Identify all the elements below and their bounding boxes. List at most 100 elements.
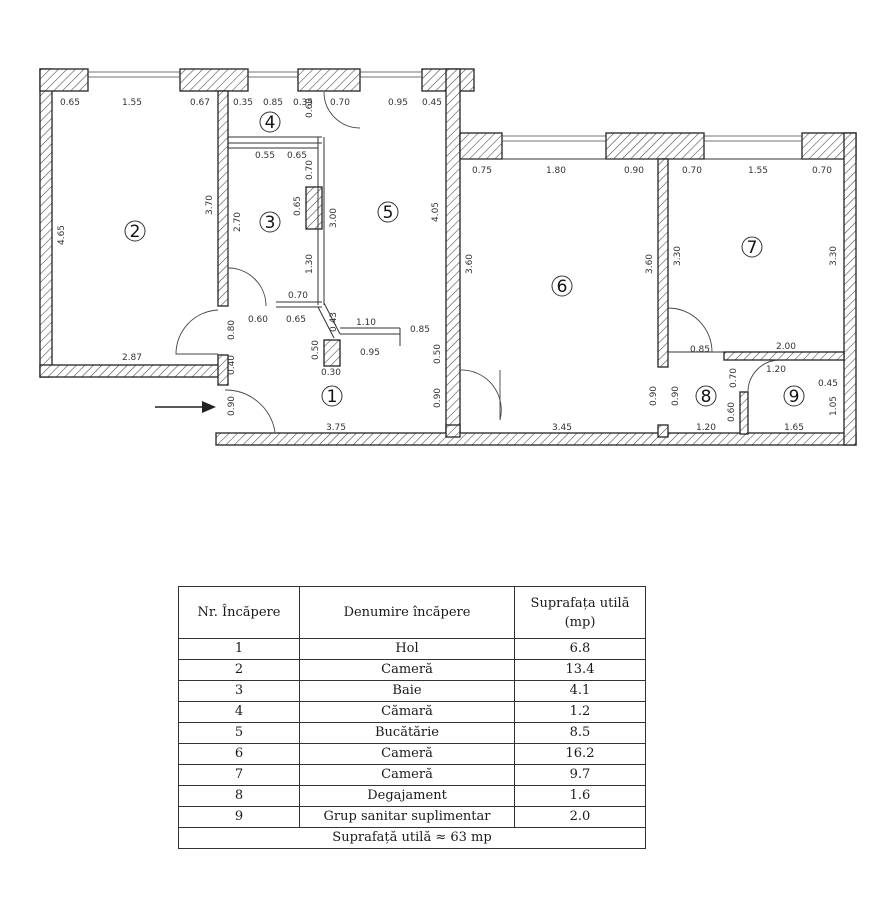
room-number-cell: 9	[178, 806, 300, 828]
dim-label: 3.70	[205, 195, 215, 215]
dim-label: 3.60	[465, 254, 475, 274]
room-number-4: 4	[265, 113, 276, 133]
table-row: 9 Grup sanitar suplimentar 2.0	[178, 806, 646, 828]
dim-label: 0.65	[60, 98, 80, 108]
dim-label: 1.65	[784, 423, 804, 433]
table-header-row: Nr. Încăpere Denumire încăpere Suprafața…	[178, 586, 646, 639]
dim-label: 3.30	[673, 246, 683, 266]
table-row: 3 Baie 4.1	[178, 680, 646, 702]
table-row: 7 Cameră 9.7	[178, 764, 646, 786]
room-number-2: 2	[130, 222, 141, 242]
room-number-3: 3	[265, 213, 276, 233]
table-row: 5 Bucătărie 8.5	[178, 722, 646, 744]
entrance-arrow	[155, 401, 216, 413]
total-area: Suprafață utilă ≈ 63 mp	[178, 827, 646, 849]
dim-label: 0.43	[329, 312, 339, 332]
dim-label: 0.60	[305, 98, 315, 118]
table-row: 2 Cameră 13.4	[178, 659, 646, 681]
dim-label: 0.45	[422, 98, 442, 108]
dim-label: 1.10	[356, 318, 376, 328]
room-name-cell: Grup sanitar suplimentar	[299, 806, 515, 828]
room-number-cell: 6	[178, 743, 300, 765]
room-area-table: Nr. Încăpere Denumire încăpere Suprafața…	[178, 586, 646, 849]
dim-label: 3.75	[326, 423, 346, 433]
room-area-cell: 9.7	[514, 764, 646, 786]
room-name-cell: Cameră	[299, 764, 515, 786]
dim-label: 0.70	[305, 160, 315, 180]
dim-label: 0.50	[311, 340, 321, 360]
dim-label: 1.05	[829, 396, 839, 416]
dim-label: 3.00	[329, 208, 339, 228]
dim-label: 0.65	[286, 315, 306, 325]
dim-label: 0.95	[360, 348, 380, 358]
room-number-cell: 4	[178, 701, 300, 723]
dim-label: 1.20	[696, 423, 716, 433]
windows	[88, 71, 802, 142]
dim-label: 2.70	[233, 212, 243, 232]
room-number-5: 5	[383, 203, 394, 223]
room-number-cell: 7	[178, 764, 300, 786]
dim-label: 2.00	[776, 342, 796, 352]
room-area-cell: 1.2	[514, 701, 646, 723]
interior-lines	[227, 136, 844, 353]
dim-label: 0.85	[263, 98, 283, 108]
dim-label: 0.70	[812, 166, 832, 176]
dimension-labels: 0.65 1.55 0.67 0.35 0.85 0.35 0.70 0.95 …	[57, 98, 839, 433]
room-area-cell: 6.8	[514, 638, 646, 660]
room-name-cell: Hol	[299, 638, 515, 660]
room-number-1: 1	[327, 387, 338, 407]
room-name-cell: Cameră	[299, 659, 515, 681]
dim-label: 0.90	[624, 166, 644, 176]
dim-label: 0.55	[255, 151, 275, 161]
walls	[39, 68, 857, 446]
doors	[175, 91, 781, 433]
dim-label: 0.80	[227, 320, 237, 340]
room-number-9: 9	[789, 387, 800, 407]
room-name-cell: Cameră	[299, 743, 515, 765]
dim-label: 1.20	[766, 365, 786, 375]
room-area-cell: 1.6	[514, 785, 646, 807]
room-number-cell: 3	[178, 680, 300, 702]
room-name-cell: Baie	[299, 680, 515, 702]
dim-label: 2.87	[122, 353, 142, 363]
dim-label: 0.50	[433, 344, 443, 364]
dim-label: 0.85	[690, 345, 710, 355]
dim-label: 1.80	[546, 166, 566, 176]
room-number-6: 6	[557, 277, 568, 297]
table-row: 4 Cămară 1.2	[178, 701, 646, 723]
header-room-area: Suprafața utilă (mp)	[514, 586, 646, 639]
dim-label: 0.70	[330, 98, 350, 108]
dim-label: 3.45	[552, 423, 572, 433]
dim-label: 0.70	[288, 291, 308, 301]
dim-label: 0.65	[287, 151, 307, 161]
dim-label: 0.30	[321, 368, 341, 378]
room-number-cell: 8	[178, 785, 300, 807]
dim-label: 0.90	[227, 396, 237, 416]
dim-label: 0.70	[682, 166, 702, 176]
room-area-cell: 4.1	[514, 680, 646, 702]
floor-plan: 1 2 3 4 5 6 7 8 9 0.65 1.55 0.67 0.35 0.…	[39, 68, 857, 446]
room-numbers: 1 2 3 4 5 6 7 8 9	[124, 111, 805, 407]
dim-label: 1.55	[748, 166, 768, 176]
room-name-cell: Cămară	[299, 701, 515, 723]
room-area-cell: 13.4	[514, 659, 646, 681]
dim-label: 0.90	[649, 386, 659, 406]
dim-label: 0.95	[388, 98, 408, 108]
table-row: 6 Cameră 16.2	[178, 743, 646, 765]
dim-label: 0.60	[727, 402, 737, 422]
dim-label: 4.65	[57, 225, 67, 245]
room-number-7: 7	[747, 238, 758, 258]
room-number-cell: 5	[178, 722, 300, 744]
room-area-cell: 8.5	[514, 722, 646, 744]
dim-label: 0.65	[293, 196, 303, 216]
header-room-number: Nr. Încăpere	[178, 586, 300, 639]
header-room-name: Denumire încăpere	[299, 586, 515, 639]
dim-label: 0.35	[293, 98, 313, 108]
room-number-8: 8	[701, 387, 712, 407]
dim-label: 0.35	[233, 98, 253, 108]
dim-label: 0.45	[818, 379, 838, 389]
table-row: 8 Degajament 1.6	[178, 785, 646, 807]
dim-label: 1.55	[122, 98, 142, 108]
dim-label: 0.85	[410, 325, 430, 335]
dim-label: 0.75	[472, 166, 492, 176]
